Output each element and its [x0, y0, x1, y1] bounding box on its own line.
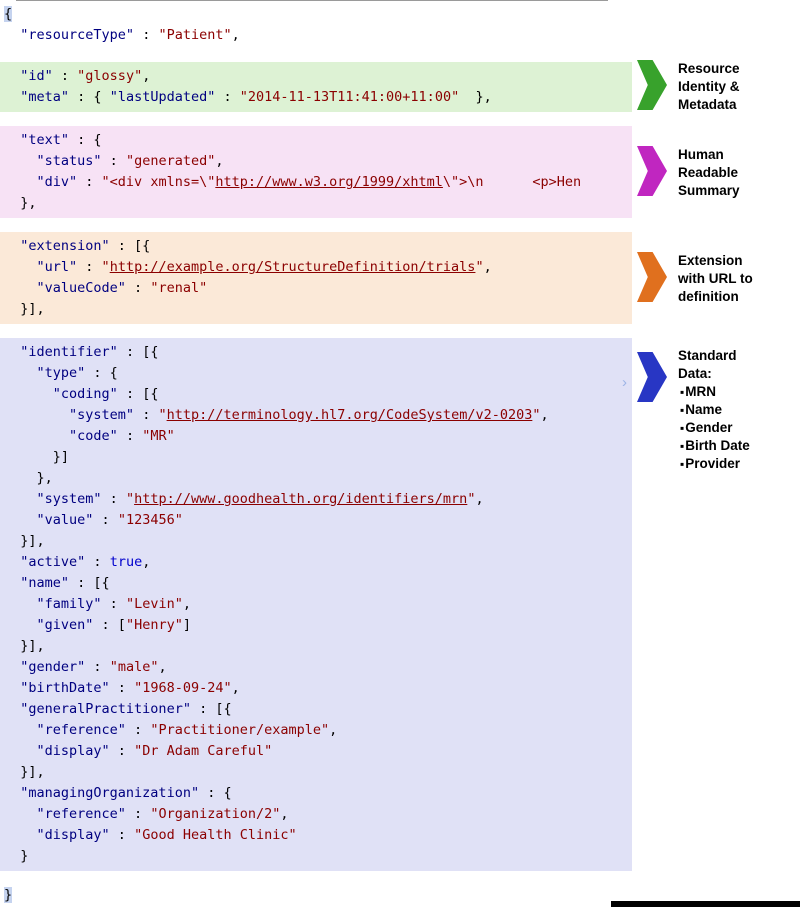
code-line: "type" : {	[36, 365, 118, 381]
code-line: "value" : "123456"	[36, 512, 183, 528]
url-link[interactable]: http://www.goodhealth.org/identifiers/mr…	[134, 491, 468, 507]
code-line: "id" : "glossy",	[20, 68, 151, 84]
standard-data-list: MRNNameGenderBirth DateProvider	[678, 383, 798, 473]
code-block-narrative: "text" : { "status" : "generated", "div"…	[0, 126, 632, 218]
standard-arrow-icon	[637, 352, 667, 402]
code-line: {	[4, 6, 13, 22]
code-line: }],	[4, 764, 45, 780]
identity-arrow-icon	[637, 60, 667, 110]
code-line: "div" : "<div xmlns=\"http://www.w3.org/…	[36, 174, 582, 190]
code-line: "family" : "Levin",	[36, 596, 191, 612]
annotation-label-line: with URL to	[678, 271, 753, 286]
narrative-arrow-icon	[637, 146, 667, 196]
code-line: "text" : {	[20, 132, 102, 148]
code-line: "reference" : "Practitioner/example",	[36, 722, 338, 738]
code-line: }	[4, 848, 29, 864]
code-line: "system" : "http://terminology.hl7.org/C…	[69, 407, 549, 423]
annotation-label-line: Summary	[678, 183, 740, 198]
standard-data-item: Birth Date	[680, 437, 798, 455]
code-line: "display" : "Dr Adam Careful"	[36, 743, 273, 759]
code-line: "resourceType" : "Patient",	[20, 27, 240, 43]
annotation-label-line: Standard	[678, 348, 737, 363]
mini-chevron-icon: ›	[622, 374, 627, 391]
code-block-closing: }	[0, 885, 632, 906]
code-line: "status" : "generated",	[36, 153, 224, 169]
code-block-extension: "extension" : [{ "url" : "http://example…	[0, 232, 632, 324]
code-line: "coding" : [{	[52, 386, 159, 402]
code-block-standard: "identifier" : [{ "type" : { "coding" : …	[0, 338, 632, 871]
code-line: "gender" : "male",	[20, 659, 167, 675]
annotation-label-line: Resource	[678, 61, 740, 76]
code-line: "meta" : { "lastUpdated" : "2014-11-13T1…	[20, 89, 492, 105]
standard-data-item: Name	[680, 401, 798, 419]
code-line: }],	[4, 638, 45, 654]
code-line: "name" : [{	[20, 575, 110, 591]
code-line: "active" : true,	[20, 554, 151, 570]
standard-data-item: Provider	[680, 455, 798, 473]
code-line: "reference" : "Organization/2",	[36, 806, 289, 822]
code-line: }],	[4, 301, 45, 317]
code-line: "managingOrganization" : {	[20, 785, 232, 801]
json-code-panel: { "resourceType" : "Patient", "id" : "gl…	[0, 2, 632, 906]
annotation-label-line: Data:	[678, 366, 712, 381]
extension-arrow-icon	[637, 252, 667, 302]
code-line: "display" : "Good Health Clinic"	[36, 827, 297, 843]
code-block-opening: { "resourceType" : "Patient",	[0, 2, 632, 48]
code-line: "url" : "http://example.org/StructureDef…	[36, 259, 492, 275]
code-line: "extension" : [{	[20, 238, 151, 254]
code-line: "code" : "MR"	[69, 428, 175, 444]
code-line: }	[4, 887, 13, 903]
standard-data-item: Gender	[680, 419, 798, 437]
url-link[interactable]: http://example.org/StructureDefinition/t…	[109, 259, 476, 275]
annotation-label-line: Extension	[678, 253, 743, 268]
top-divider-line	[16, 0, 608, 1]
annotation-label-line: Human	[678, 147, 724, 162]
code-line: "valueCode" : "renal"	[36, 280, 208, 296]
annotation-label-line: Identity &	[678, 79, 740, 94]
code-line: "system" : "http://www.goodhealth.org/id…	[36, 491, 484, 507]
code-line: "identifier" : [{	[20, 344, 159, 360]
code-line: }],	[4, 533, 45, 549]
annotation-label-line: Metadata	[678, 97, 737, 112]
url-link[interactable]: http://terminology.hl7.org/CodeSystem/v2…	[166, 407, 533, 423]
annotation-extension: Extension with URL to definition	[637, 252, 798, 306]
code-line: "given" : ["Henry"]	[36, 617, 191, 633]
bottom-bar	[611, 901, 800, 907]
code-line: },	[4, 195, 37, 211]
standard-data-item: MRN	[680, 383, 798, 401]
code-line: "birthDate" : "1968-09-24",	[20, 680, 240, 696]
annotation-label-line: definition	[678, 289, 739, 304]
annotation-label-line: Readable	[678, 165, 739, 180]
code-line: }]	[4, 449, 70, 465]
code-line: },	[4, 470, 53, 486]
extension-annotation-label: Extension with URL to definition	[678, 252, 798, 306]
code-block-identity: "id" : "glossy", "meta" : { "lastUpdated…	[0, 62, 632, 112]
code-line: "generalPractitioner" : [{	[20, 701, 232, 717]
url-link[interactable]: http://www.w3.org/1999/xhtml	[215, 174, 443, 190]
